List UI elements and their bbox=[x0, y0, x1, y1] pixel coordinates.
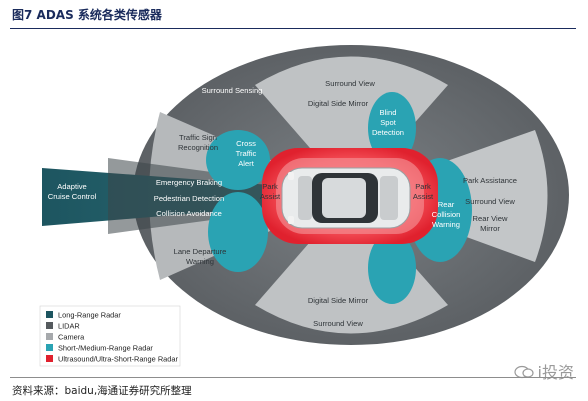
legend-label: LIDAR bbox=[58, 322, 80, 331]
legend-box bbox=[39, 305, 181, 367]
park-assistance-label: Park Assistance bbox=[463, 176, 517, 185]
pedestrian-detection-label: Pedestrian Detection bbox=[154, 194, 225, 203]
legend-label: Short-/Medium-Range Radar bbox=[58, 344, 153, 353]
digital-side-mirror-bottom-label: Digital Side Mirror bbox=[308, 296, 369, 305]
legend-swatch bbox=[46, 322, 53, 329]
collision-avoidance-label: Collision Avoidance bbox=[156, 209, 222, 218]
legend-label: Long-Range Radar bbox=[58, 311, 121, 320]
footer-rule bbox=[10, 377, 576, 378]
watermark-text: i投资 bbox=[537, 363, 574, 382]
surround-sensing-label: Surround Sensing bbox=[202, 86, 263, 95]
legend-swatch bbox=[46, 344, 53, 351]
legend-swatch bbox=[46, 355, 53, 362]
emergency-braking-label: Emergency Braking bbox=[156, 178, 222, 187]
surround-view-bottom-label: Surround View bbox=[313, 319, 363, 328]
figure-header: 图7 ADAS 系统各类传感器 bbox=[10, 4, 576, 29]
car-top-view bbox=[281, 167, 411, 229]
surround-view-top-label: Surround View bbox=[325, 79, 375, 88]
camera-sector-top bbox=[255, 56, 448, 195]
legend-label: Camera bbox=[58, 333, 85, 342]
smr-lobe-front-right bbox=[208, 192, 268, 272]
source-note: 资料来源：baidu,海通证券研究所整理 bbox=[12, 385, 192, 397]
smr-lobe-rear-top bbox=[368, 92, 416, 164]
legend-swatch bbox=[46, 333, 53, 340]
legend-swatch bbox=[46, 311, 53, 318]
title-rule bbox=[10, 28, 576, 29]
smr-lobe-rear-bottom bbox=[368, 232, 416, 304]
watermark: i投资 bbox=[513, 359, 574, 383]
digital-side-mirror-top-label: Digital Side Mirror bbox=[308, 99, 369, 108]
surround-view-right-label: Surround View bbox=[465, 197, 515, 206]
figure-title: 图7 ADAS 系统各类传感器 bbox=[12, 8, 162, 22]
smr-lobe-front-left bbox=[206, 130, 270, 190]
legend: Long-Range Radar LIDAR Camera Short-/Med… bbox=[39, 305, 181, 367]
legend-label: Ultrasound/Ultra-Short-Range Radar bbox=[58, 355, 178, 364]
